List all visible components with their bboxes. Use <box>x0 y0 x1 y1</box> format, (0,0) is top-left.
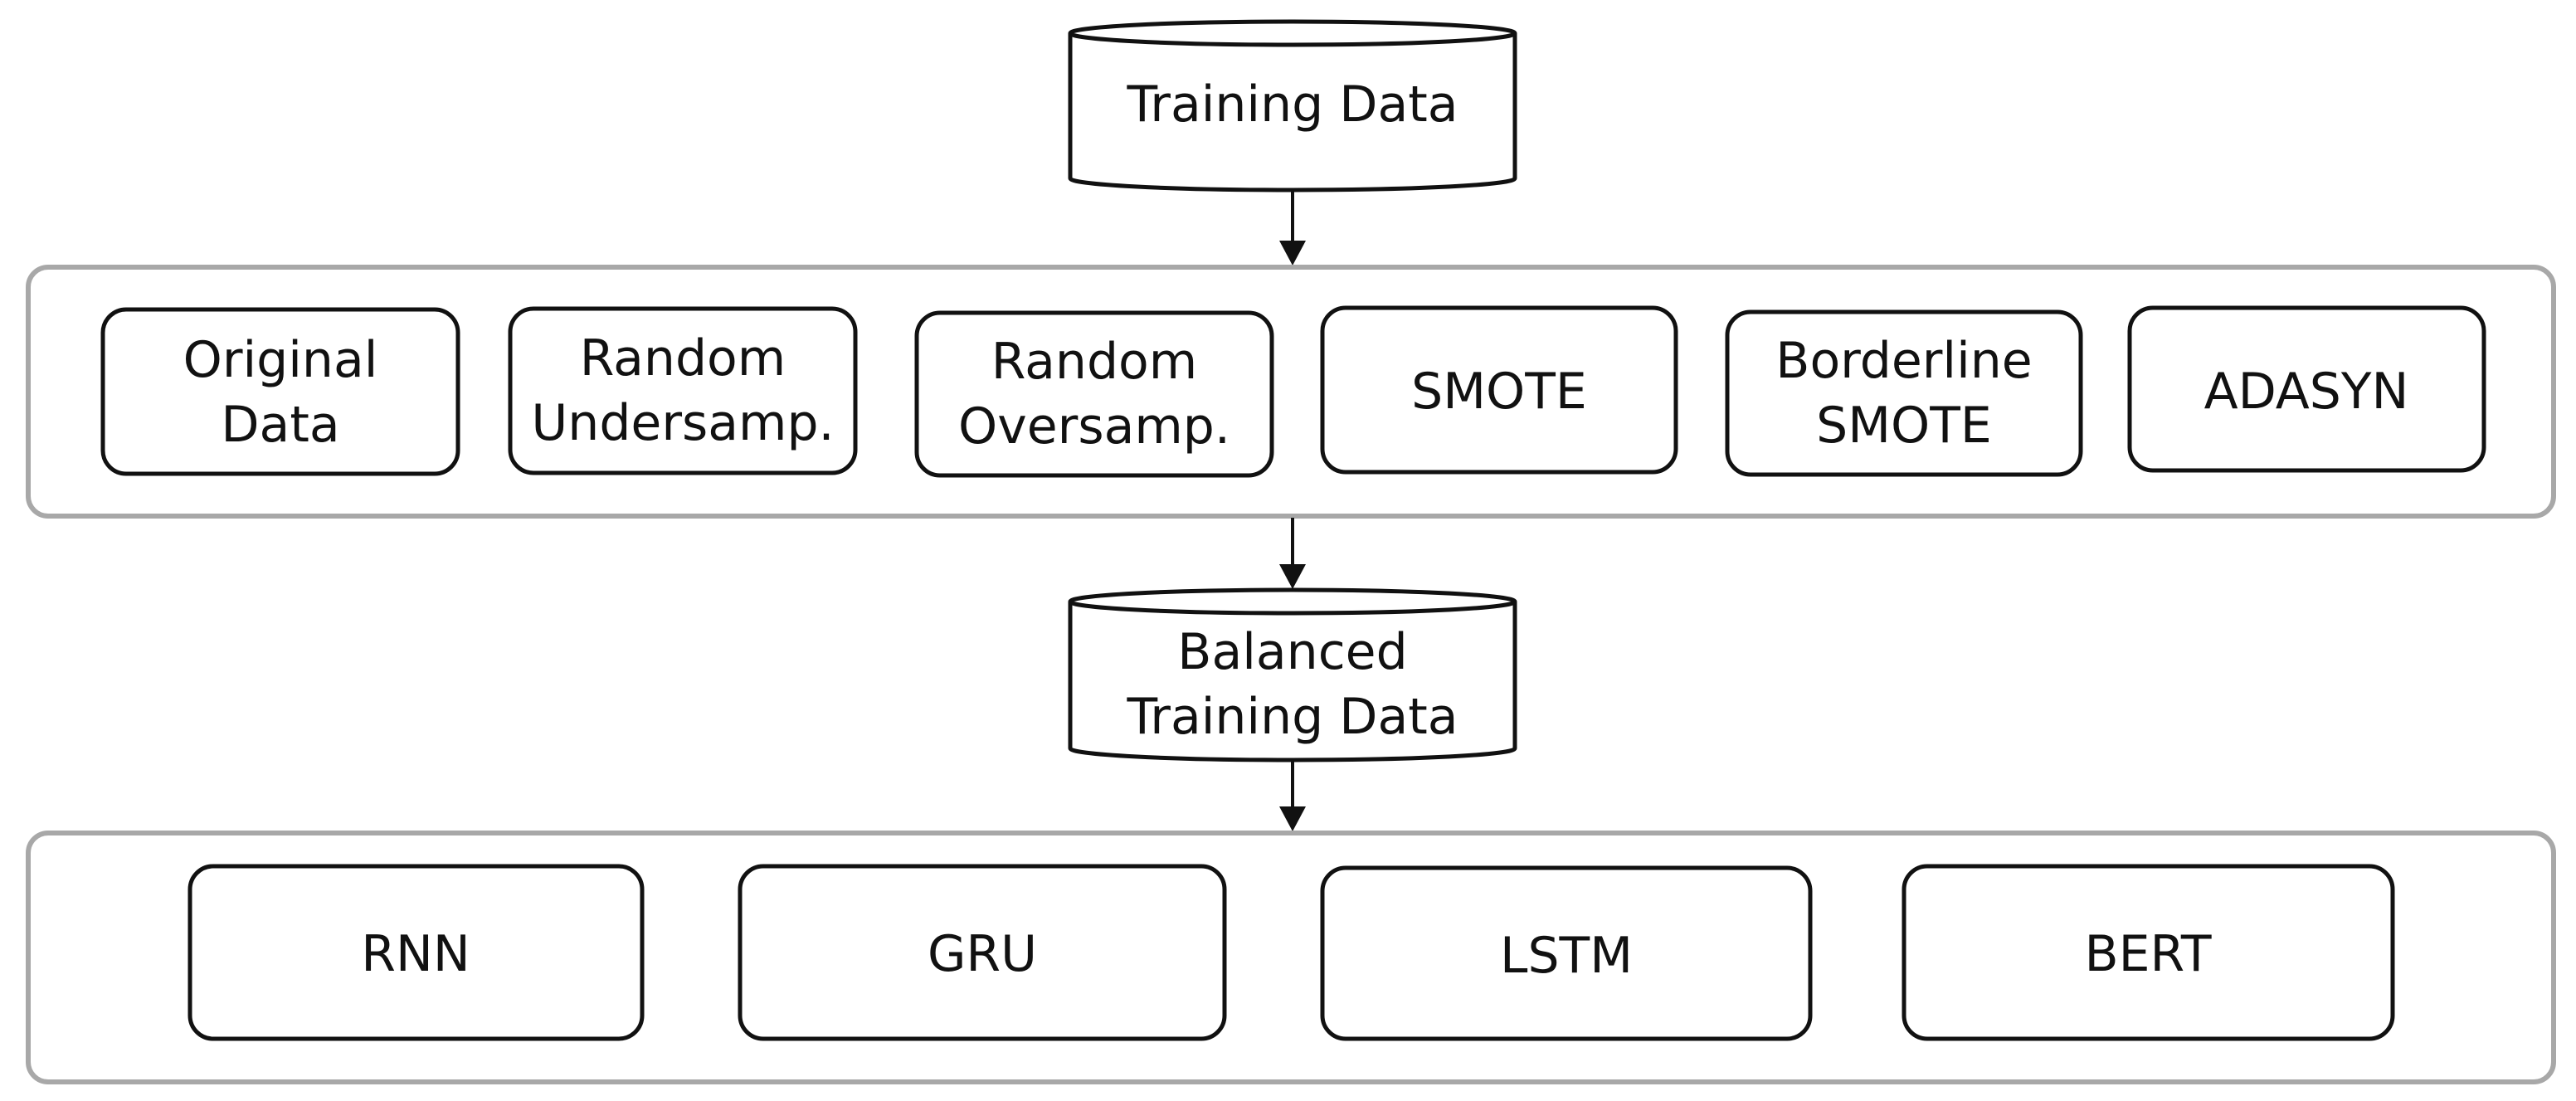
model-box-gru: GRU <box>738 864 1227 1041</box>
arrow-to-sampling <box>1279 191 1306 266</box>
balanced-training-data-cylinder: Balanced Training Data <box>1068 587 1517 762</box>
method-label-line-1: Random <box>580 329 786 387</box>
method-box-adasyn: ADASYN <box>2127 305 2486 473</box>
method-box-random-undersampling: Random Undersamp. <box>508 306 858 475</box>
method-box-original-data: Original Data <box>100 307 460 476</box>
model-box-rnn: RNN <box>187 864 645 1041</box>
model-label: LSTM <box>1500 927 1633 985</box>
training-data-label: Training Data <box>1126 76 1458 134</box>
method-box-borderline-smote: Borderline SMOTE <box>1725 309 2083 477</box>
arrow-to-balanced <box>1279 518 1306 589</box>
method-label: ADASYN <box>2204 363 2409 421</box>
method-box-random-oversampling: Random Oversamp. <box>914 310 1274 478</box>
method-label-line-1: Random <box>991 333 1197 391</box>
model-box-lstm: LSTM <box>1320 865 1813 1041</box>
model-label: BERT <box>2084 925 2211 983</box>
method-label-line-2: SMOTE <box>1816 397 1992 455</box>
model-box-bert: BERT <box>1902 864 2395 1041</box>
arrow-to-models <box>1279 762 1306 831</box>
method-label-line-2: Undersamp. <box>531 394 834 452</box>
method-label-line-1: Original <box>183 331 378 389</box>
method-box-smote: SMOTE <box>1320 305 1678 475</box>
method-label: SMOTE <box>1411 363 1587 421</box>
method-label-line-2: Data <box>221 396 339 454</box>
training-data-cylinder: Training Data <box>1068 19 1517 192</box>
model-label: RNN <box>361 925 470 983</box>
balanced-data-label-line-2: Training Data <box>1126 688 1458 746</box>
balanced-data-label-line-1: Balanced <box>1177 623 1407 681</box>
sampling-panel: Original Data Random Undersamp. Random O… <box>26 265 2556 519</box>
method-label-line-1: Borderline <box>1775 332 2032 390</box>
model-label: GRU <box>928 925 1037 983</box>
method-label-line-2: Oversamp. <box>958 397 1230 456</box>
models-panel: RNN GRU LSTM BERT <box>26 831 2556 1084</box>
